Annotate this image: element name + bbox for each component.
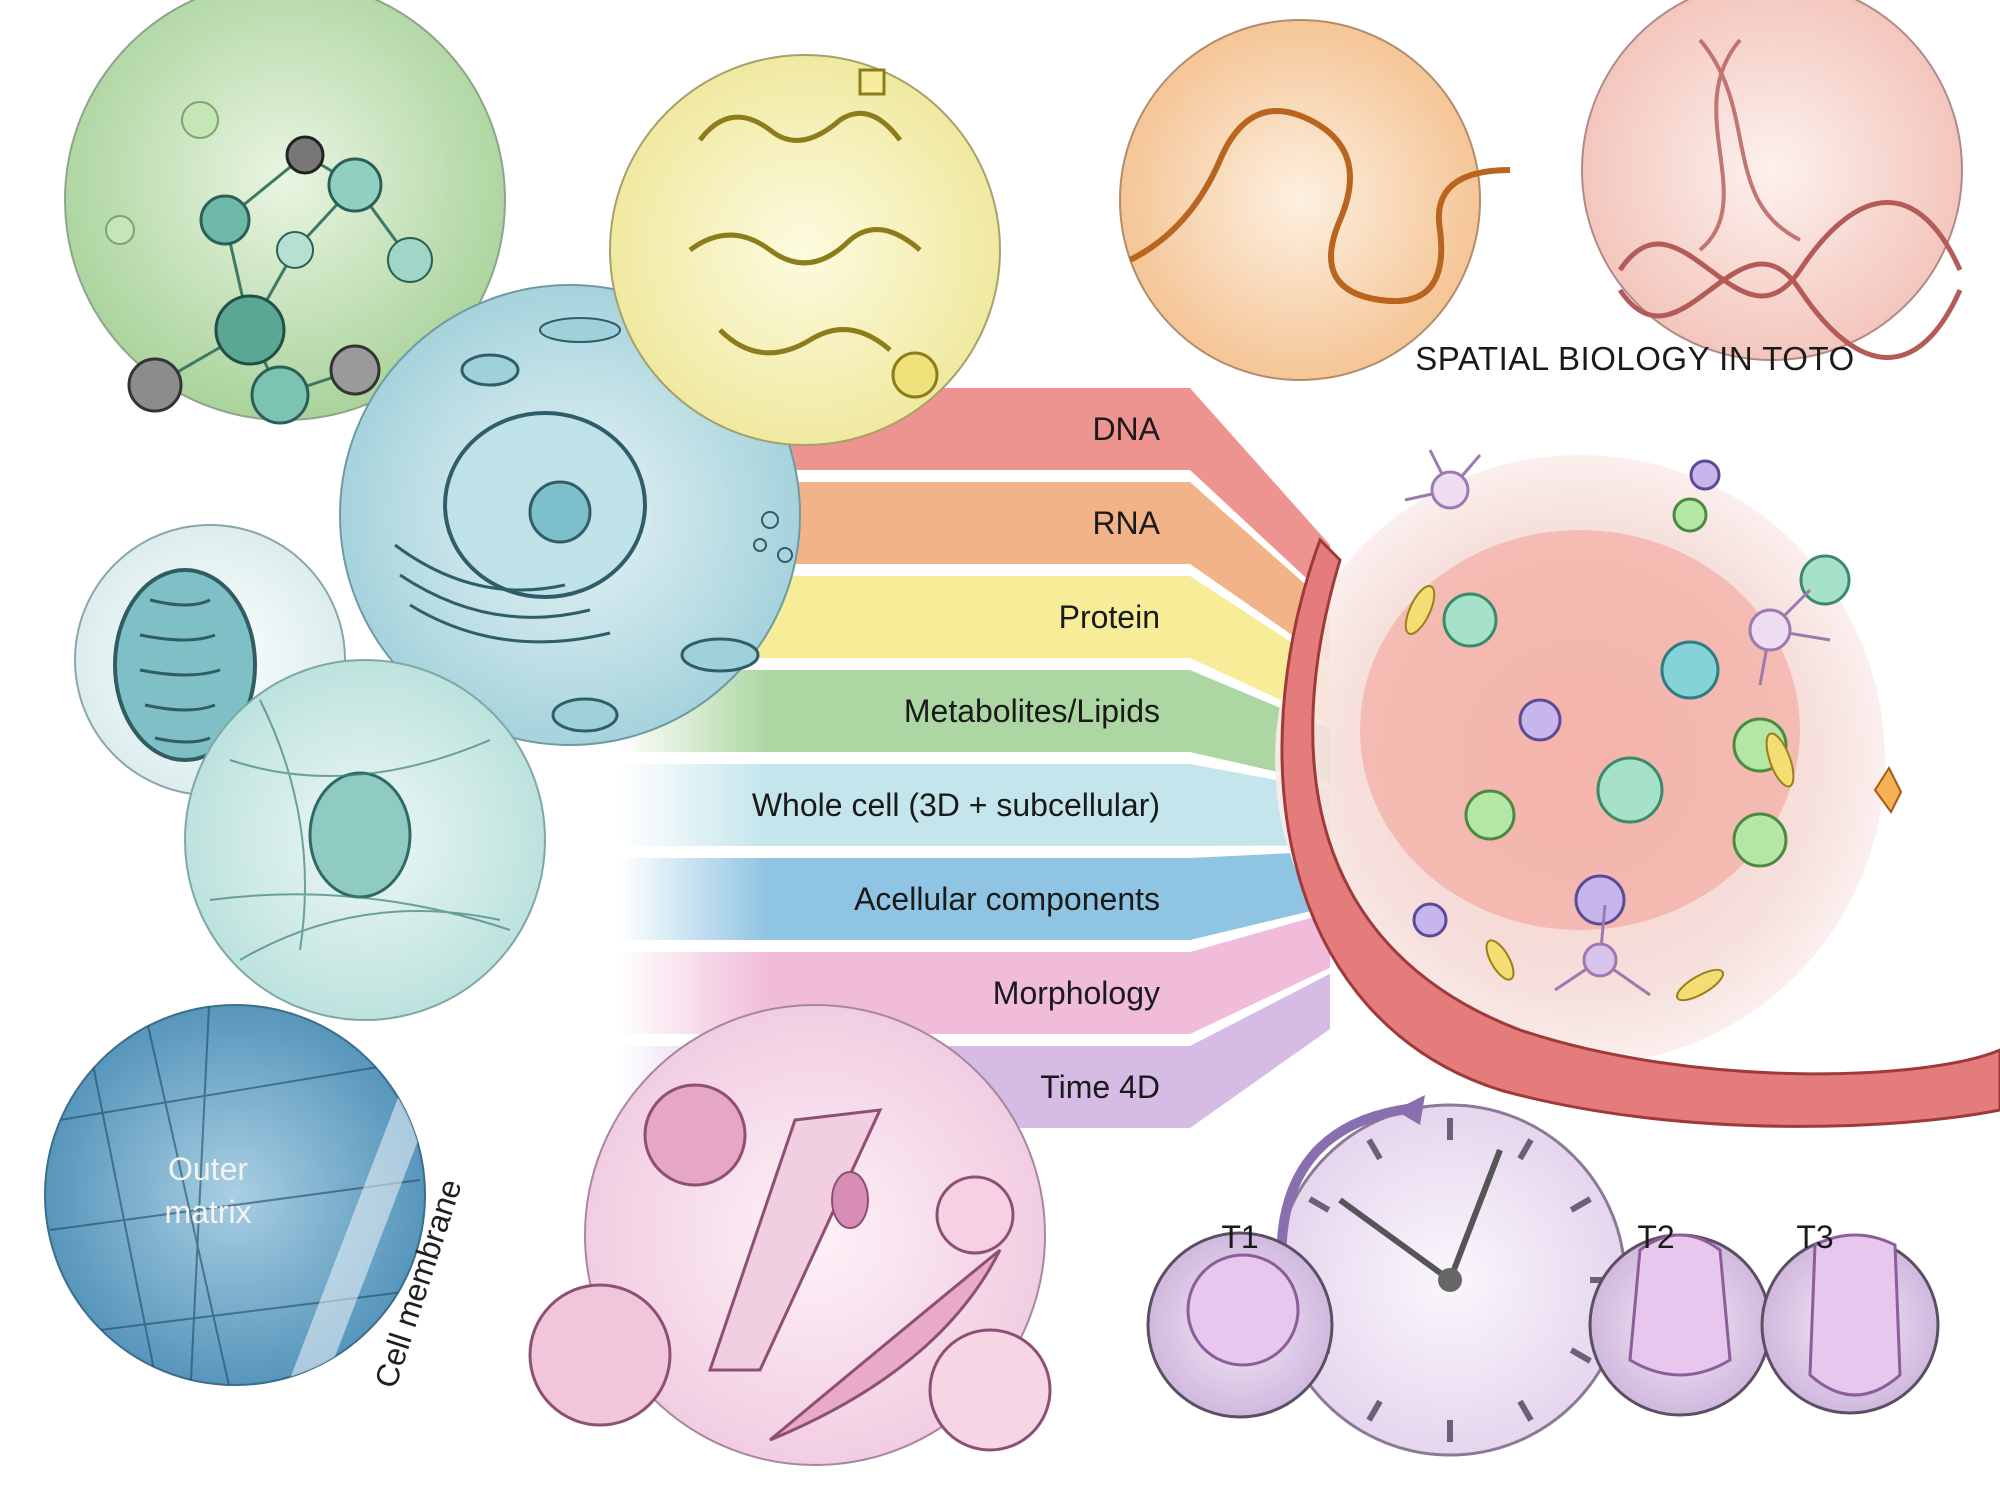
band-label-1: DNA <box>1092 411 1160 447</box>
morphology-circle <box>528 1004 1052 1466</box>
clock-tick <box>1308 1196 1331 1213</box>
timepoint-3-label: T3 <box>1796 1219 1833 1255</box>
tissue-illustration <box>1275 449 2000 1128</box>
nucleolus-icon <box>528 480 592 544</box>
spindle-cell-icon <box>769 1248 1002 1442</box>
diagram-title: SPATIAL BIOLOGY IN TOTO <box>1415 340 1854 377</box>
band-label-2: RNA <box>1092 505 1160 541</box>
immune-cells-icon <box>1412 459 1851 938</box>
timepoint-1-label: T1 <box>1221 1219 1258 1255</box>
band-label-5: Whole cell (3D + subcellular) <box>752 787 1160 823</box>
mitochondrion-icon <box>113 568 257 762</box>
band-label-4: Metabolites/Lipids <box>904 693 1160 729</box>
band-label-8: Time 4D <box>1040 1069 1160 1105</box>
nucleus-icon <box>308 771 412 899</box>
outer-matrix-label-1: Outer <box>168 1151 248 1187</box>
clock-tick <box>1569 1196 1592 1213</box>
muscle-fiber-icon <box>707 1108 883 1372</box>
cell-icon <box>643 1083 747 1187</box>
protein-helix-icon <box>688 110 922 356</box>
timepoint-2-label: T2 <box>1637 1219 1674 1255</box>
outer-matrix-label-2: matrix <box>164 1194 251 1230</box>
time-series-illustration: T1 T2 T3 <box>1146 1095 1940 1457</box>
cell-icon <box>935 1175 1015 1255</box>
clock-tick <box>1366 1399 1383 1422</box>
molecule-atoms-icon <box>105 101 433 425</box>
band-label-3: Protein <box>1059 599 1160 635</box>
band-fade-5 <box>620 764 1040 846</box>
lipid-bilayer-icon <box>284 1005 425 1385</box>
clock-tick <box>1517 1138 1534 1161</box>
neuron-cells-icon <box>1404 449 1831 997</box>
small-molecule-circle <box>64 0 506 425</box>
cell-icon <box>528 1283 672 1427</box>
matrix-circle: Outer matrix Cell membrane <box>44 1004 469 1392</box>
protein-circle <box>609 54 1001 446</box>
clock-tick <box>1569 1347 1592 1364</box>
er-icon <box>394 543 611 644</box>
dna-circle <box>1581 0 1963 361</box>
stromal-cells-icon <box>1404 585 1903 1002</box>
band-label-7: Morphology <box>993 975 1160 1011</box>
rna-strand-icon <box>1128 108 1511 305</box>
band-fade-6 <box>620 858 1040 940</box>
cell-icon <box>928 1328 1052 1452</box>
subcellular-circle <box>184 659 546 1021</box>
clock-tick <box>1517 1399 1534 1422</box>
clock-tick <box>1366 1138 1383 1161</box>
rna-circle <box>1119 19 1511 381</box>
band-label-6: Acellular components <box>854 881 1160 917</box>
